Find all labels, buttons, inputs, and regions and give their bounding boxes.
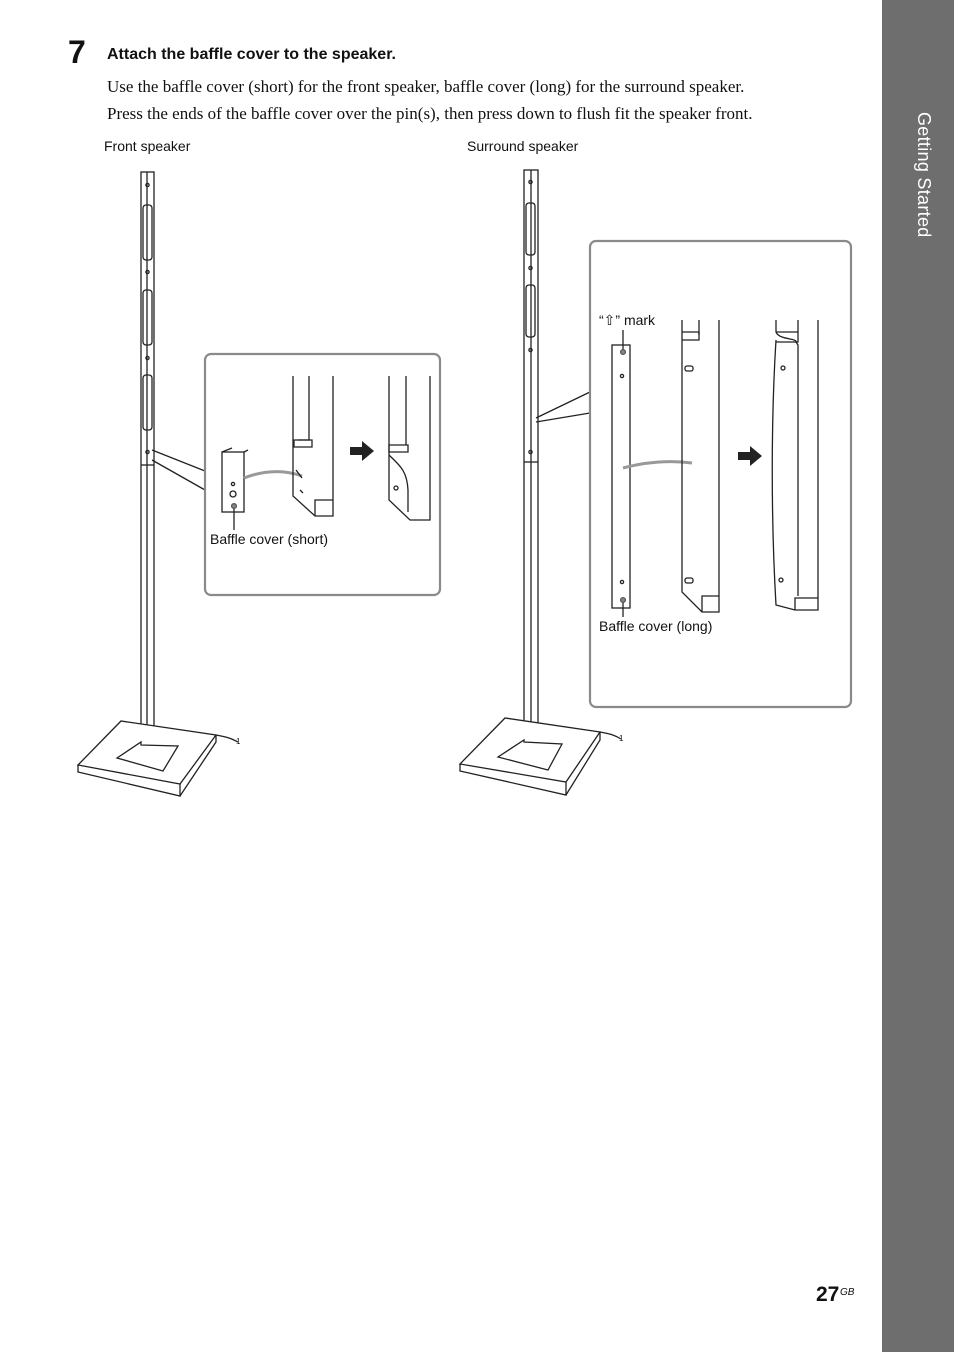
- step-number: 7: [68, 34, 86, 70]
- surround-speaker-base: [458, 717, 622, 796]
- svg-text:1: 1: [619, 734, 624, 743]
- side-tab-label: Getting Started: [914, 112, 934, 238]
- step-title: Attach the baffle cover to the speaker.: [107, 46, 396, 63]
- page-number: 27: [816, 1283, 840, 1306]
- side-tab: [882, 0, 954, 1352]
- speaker-illustration: 1: [76, 169, 853, 797]
- step-body-line: Press the ends of the baffle cover over …: [107, 104, 753, 123]
- mark-label: “⇧” mark: [599, 312, 656, 328]
- front-speaker-label: Front speaker: [104, 138, 191, 154]
- surround-speaker-pole: [523, 169, 539, 754]
- page-number-suffix: GB: [840, 1287, 855, 1298]
- front-speaker-base: [76, 720, 239, 797]
- svg-text:1: 1: [236, 737, 241, 746]
- front-speaker-pole: [140, 171, 155, 758]
- front-callout-box: [151, 352, 442, 597]
- surround-callout-box: [535, 239, 853, 709]
- step-body-line: Use the baffle cover (short) for the fro…: [107, 77, 745, 96]
- baffle-cover-long-label: Baffle cover (long): [599, 618, 713, 634]
- baffle-cover-short-label: Baffle cover (short): [210, 531, 329, 547]
- surround-speaker-label: Surround speaker: [467, 138, 579, 154]
- step-body: Use the baffle cover (short) for the fro…: [107, 73, 877, 127]
